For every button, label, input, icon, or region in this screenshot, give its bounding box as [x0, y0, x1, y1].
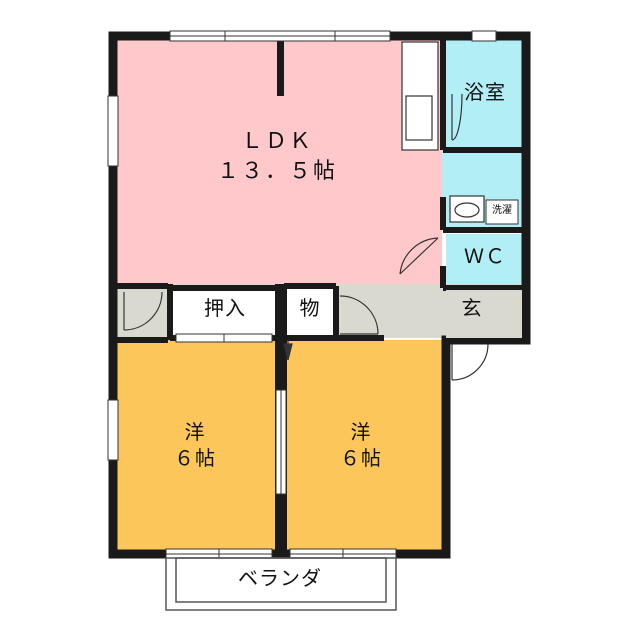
ldk-name: ＬＤＫ	[240, 129, 313, 154]
western-room-left	[116, 340, 276, 550]
bath-name: 浴室	[464, 80, 506, 104]
ldk-partition	[277, 38, 284, 96]
closet-name: 押入	[204, 296, 246, 320]
storage	[284, 288, 336, 336]
western-right-size: ６帖	[340, 446, 382, 470]
windows	[107, 30, 497, 560]
washer-label: 洗濯	[492, 205, 512, 216]
washer-space	[485, 199, 519, 225]
doors	[123, 93, 513, 381]
sliding-doors	[175, 333, 287, 495]
wc-room	[446, 234, 522, 284]
western-left-name: 洋	[184, 420, 206, 444]
balcony-name: ベランダ	[238, 566, 322, 590]
closet	[168, 288, 278, 336]
wc-name: ＷＣ	[464, 244, 506, 268]
entrance-name: 玄	[461, 296, 483, 320]
storage-name: 物	[299, 296, 321, 320]
washbasin	[449, 195, 485, 223]
western-left-size: ６帖	[174, 446, 216, 470]
ldk-size: １３．５帖	[216, 159, 337, 184]
western-room-right	[284, 340, 442, 550]
entrance-floor	[446, 290, 522, 338]
kitchen-counter	[401, 41, 439, 151]
balcony	[165, 557, 397, 611]
western-right-name: 洋	[350, 420, 372, 444]
